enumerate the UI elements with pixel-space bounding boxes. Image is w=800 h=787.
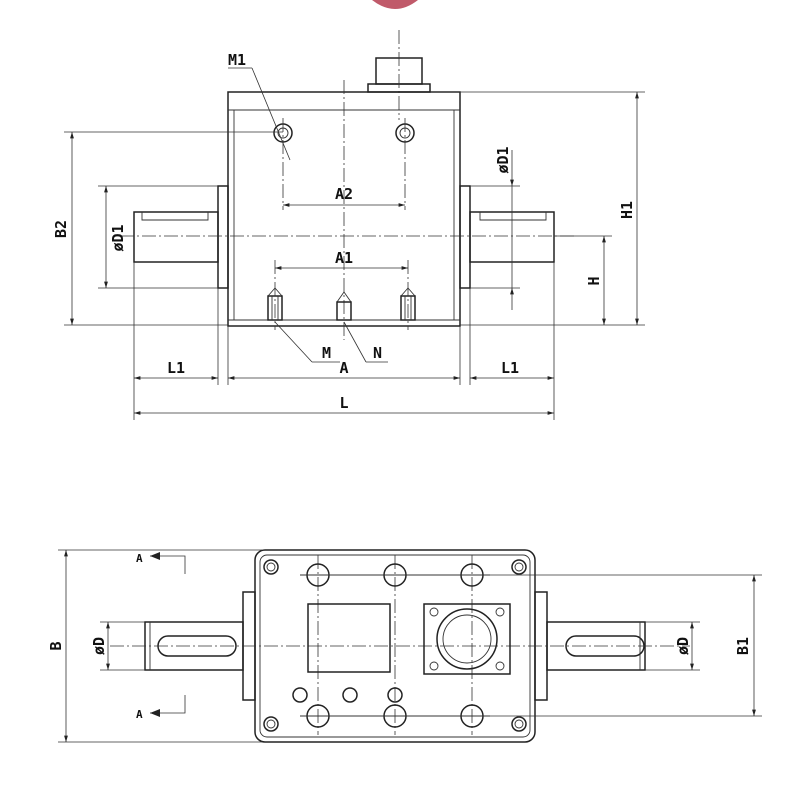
front-view: A2 A1 M1 M N B2 øD1 øD1 — [52, 0, 645, 420]
label-d1-left: øD1 — [109, 224, 127, 251]
corner-bolt-tr — [511, 559, 527, 575]
label-b2: B2 — [52, 220, 70, 238]
section-mark-bottom: A — [136, 708, 143, 721]
flange-left — [217, 185, 229, 289]
label-d1-right: øD1 — [494, 146, 512, 173]
plan-view: A A B øD øD B1 — [47, 549, 762, 743]
threaded-hole-center — [336, 291, 352, 321]
label-l: L — [339, 394, 348, 412]
label-h: H — [585, 276, 603, 285]
section-mark-top: A — [136, 552, 143, 565]
label-n: N — [373, 344, 382, 362]
corner-bolt-br — [511, 716, 527, 732]
connector-flange — [423, 603, 511, 675]
label-l1-right: L1 — [501, 359, 519, 377]
label-b: B — [47, 641, 65, 650]
small-hole-1 — [292, 687, 308, 703]
label-m1: M1 — [228, 51, 246, 69]
connector-ring-inner — [442, 614, 492, 664]
small-hole-3 — [387, 687, 403, 703]
label-h1: H1 — [618, 201, 636, 219]
label-a: A — [339, 359, 348, 377]
label-a1: A1 — [335, 249, 353, 267]
flange-right — [459, 185, 471, 289]
label-b1: B1 — [734, 637, 752, 655]
top-arc-fragment — [372, 0, 418, 9]
shaft-left — [133, 211, 219, 263]
small-hole-2 — [342, 687, 358, 703]
corner-bolt-bl — [263, 716, 279, 732]
connector-ring-outer — [436, 608, 498, 670]
corner-bolt-tl — [263, 559, 279, 575]
label-d-left: øD — [90, 637, 108, 655]
label-d-right: øD — [674, 637, 692, 655]
label-m: M — [322, 344, 331, 362]
label-l1-left: L1 — [167, 359, 185, 377]
square-window — [307, 603, 391, 673]
label-a2: A2 — [335, 185, 353, 203]
